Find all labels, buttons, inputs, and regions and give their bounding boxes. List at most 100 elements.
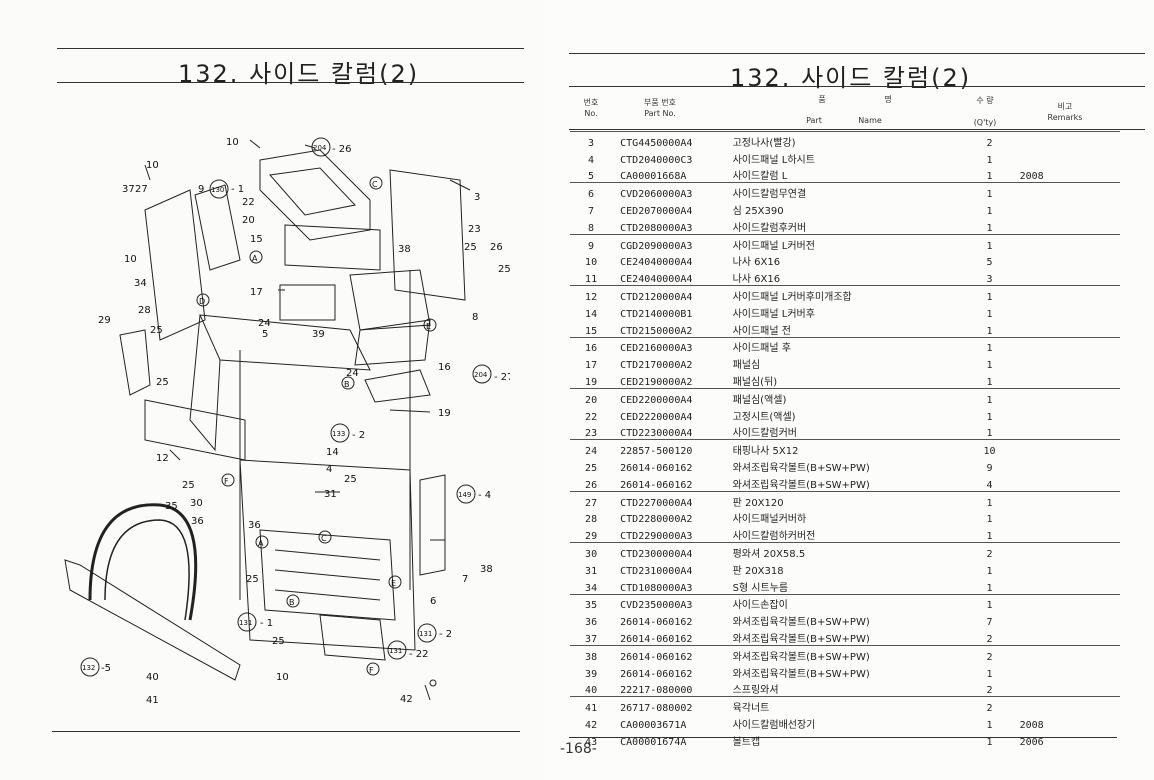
- quantity: 1: [986, 222, 993, 234]
- part-number: CTD2300000A4: [612, 542, 733, 560]
- callout-label: -5: [101, 663, 111, 674]
- callout-label: 25: [344, 474, 357, 485]
- row-number: 12: [570, 285, 613, 303]
- quantity: 2: [963, 644, 1016, 663]
- part-number: CED2200000A4: [612, 387, 733, 406]
- quantity: 2: [986, 633, 993, 645]
- callout-label: 131: [239, 619, 252, 627]
- callout-label: - 27: [494, 372, 510, 383]
- part-number: CTD2150000A2: [620, 325, 693, 337]
- part-name: 사이드칼럼무연결: [732, 182, 964, 201]
- callout-label: 25: [150, 325, 163, 336]
- column-body: [199, 314, 371, 371]
- part-name: 사이드손잡이: [732, 593, 964, 612]
- left-page: 132. 사이드 칼럼(2): [0, 0, 545, 780]
- svg-text:A: A: [252, 254, 258, 263]
- callout-label: 130: [211, 186, 224, 194]
- part-number: CED2070000A4: [620, 205, 693, 217]
- row-number: 23: [585, 428, 598, 440]
- callout-label: 36: [248, 520, 261, 531]
- row-number: 5: [588, 171, 595, 183]
- part-number: 22857-500120: [612, 439, 733, 458]
- part-name: 사이드칼럼후커버: [732, 222, 807, 234]
- callout-label: 36: [191, 516, 204, 527]
- remarks: [1016, 509, 1120, 526]
- header-qty-ko: 수 량: [976, 96, 994, 105]
- callout-label: - 4: [478, 490, 491, 501]
- header-name-ko-1: 품: [818, 95, 826, 104]
- quantity: 1: [986, 514, 993, 526]
- row-number: 4: [588, 154, 595, 166]
- callout-label: 204: [313, 144, 327, 152]
- part-number: CTG4450000A4: [612, 130, 733, 149]
- row-number: 41: [570, 696, 613, 715]
- row-number: 19: [585, 376, 598, 388]
- remarks: [1015, 336, 1120, 355]
- callout-label: 10: [124, 254, 137, 265]
- quantity: 1: [963, 182, 1016, 201]
- callout-label: 22: [242, 197, 255, 208]
- part-number: CED2220000A4: [620, 411, 693, 423]
- quantity: 1: [986, 308, 993, 320]
- part-number: CTD2080000A3: [620, 222, 693, 234]
- quantity: 1: [963, 233, 1016, 252]
- part-number: 22217-080000: [620, 685, 693, 697]
- part-name: 육각너트: [732, 696, 964, 715]
- remarks: [1015, 696, 1120, 715]
- remarks: [1015, 285, 1120, 303]
- part-name: 사이드패널 후: [732, 336, 964, 355]
- part-number: CTD2040000C3: [620, 154, 693, 166]
- callout-label: 12: [156, 453, 169, 464]
- callout-label: 9: [198, 184, 204, 195]
- remarks: [1016, 406, 1120, 423]
- callout-label: 28: [138, 305, 151, 316]
- remarks: [1016, 354, 1120, 371]
- quantity: 1: [986, 565, 993, 577]
- callout-label: 41: [146, 695, 159, 706]
- row-number: 14: [585, 308, 598, 320]
- part-number: CTD2280000A2: [620, 514, 693, 526]
- remarks: [1016, 371, 1120, 388]
- top-bracket-part: [259, 149, 371, 241]
- part-number: CTD2290000A3: [620, 531, 693, 543]
- remarks: [1016, 423, 1120, 440]
- quantity: 1: [986, 205, 993, 217]
- row-number: 42: [585, 719, 598, 731]
- part-number: 26014-060162: [620, 668, 693, 680]
- callout-label: 10: [226, 137, 239, 148]
- front-panel-23: [389, 169, 466, 301]
- callout-label: 37: [122, 184, 135, 195]
- callout-label: - 1: [231, 184, 244, 195]
- quantity: 2: [963, 696, 1016, 715]
- part-name: 판 20X120: [732, 490, 964, 509]
- callout-label: 10: [146, 160, 159, 171]
- remarks: [1015, 439, 1120, 458]
- part-name: 사이드칼럼 L: [732, 171, 788, 183]
- remarks: 2008: [1019, 719, 1044, 731]
- svg-text:E: E: [426, 322, 431, 331]
- row-number: 22: [585, 411, 598, 423]
- part-name: 와셔조립육각볼트(B+SW+PW): [732, 668, 870, 680]
- callout-label: 25: [498, 264, 510, 275]
- part-name: 사이드패널 L커버후: [732, 308, 815, 320]
- title-top-rule: [57, 48, 524, 49]
- part-name: 패널심(액셀): [732, 387, 964, 406]
- row-number: 29: [585, 531, 598, 543]
- quantity: 2: [986, 685, 993, 697]
- row-number: 30: [570, 542, 613, 560]
- remarks: [1016, 268, 1120, 285]
- remarks: [1015, 182, 1120, 201]
- part-number: 26014-060162: [620, 479, 693, 491]
- quantity: 1: [963, 490, 1016, 509]
- callout-label: 42: [400, 694, 413, 705]
- header-name-ko-2: 명: [884, 95, 892, 104]
